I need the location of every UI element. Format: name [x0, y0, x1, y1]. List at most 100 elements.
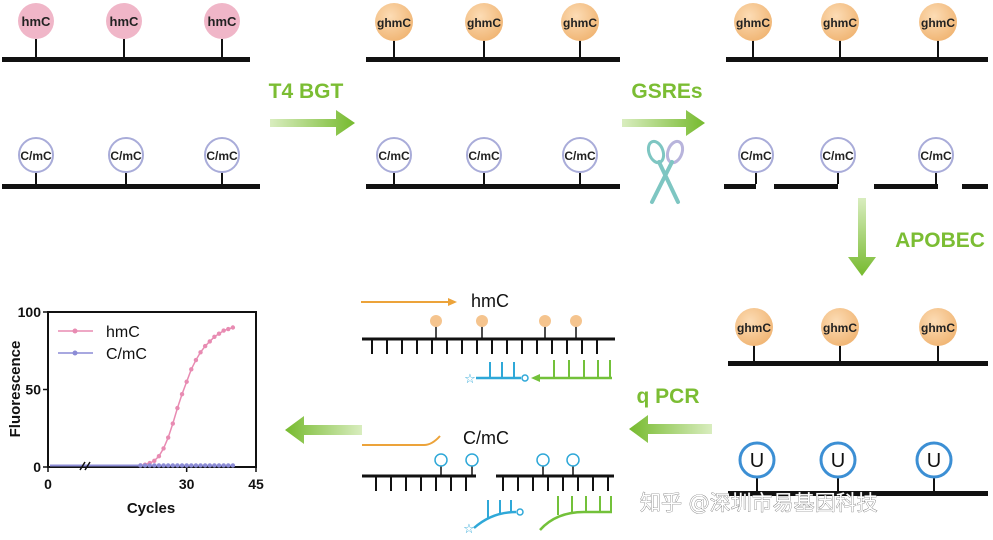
- step-t4bgt: T4 BGT: [269, 80, 355, 136]
- pcr-label-hmc: hmC: [471, 291, 509, 311]
- cmc-node: C/mC: [820, 137, 856, 184]
- forward-primer-unbound: [362, 435, 441, 446]
- hmc-node: hmC: [106, 3, 142, 57]
- chart-legend: hmC C/mC: [58, 324, 147, 363]
- ghmc-node-label: ghmC: [736, 16, 770, 30]
- step-gsres: GSREs: [622, 80, 705, 204]
- ghmc-node: ghmC: [919, 3, 957, 57]
- step-label-gsres: GSREs: [631, 80, 702, 103]
- data-point-c-mc: [165, 463, 171, 468]
- ghmc-mark: [476, 315, 488, 339]
- uracil-mark: [566, 453, 580, 476]
- ghmc-strand: ghmC ghmC ghmC: [728, 308, 988, 366]
- dna-fragment: [774, 184, 838, 189]
- data-point-c-mc: [170, 463, 175, 468]
- hmc-template: hmC: [361, 291, 615, 386]
- data-point-hmc: [175, 405, 180, 411]
- data-point-c-mc: [138, 463, 143, 468]
- y-tick-label: 50: [25, 382, 41, 398]
- fluorophore-star-icon: ☆: [464, 371, 476, 386]
- cmc-node: C/mC: [466, 137, 502, 184]
- cmc-node-label: C/mC: [468, 149, 500, 163]
- dna-backbone: [2, 57, 250, 62]
- data-point-c-mc: [147, 463, 152, 468]
- step-label-qpcr: q PCR: [637, 385, 700, 408]
- series-layer: [50, 325, 236, 468]
- step-label-t4bgt: T4 BGT: [269, 80, 344, 103]
- data-point-hmc: [152, 458, 157, 463]
- uracil-node-label: U: [831, 450, 845, 472]
- ghmc-node: ghmC: [821, 3, 859, 57]
- dna-backbone: [366, 184, 620, 189]
- dna-fragment: [874, 184, 938, 189]
- uracil-node: U: [738, 441, 776, 491]
- cmc-node: C/mC: [376, 137, 412, 184]
- cmc-strand: C/mC C/mC C/mC: [366, 137, 620, 189]
- scissors-icon: [646, 139, 685, 204]
- y-tick-label: 0: [33, 459, 41, 475]
- legend-label-hmc: hmC: [106, 324, 140, 341]
- data-point-c-mc: [216, 463, 222, 468]
- data-point-c-mc: [175, 463, 180, 468]
- panel-original-dna: hmC hmC hmC C/mC C/mC: [2, 3, 260, 189]
- dna-backbone: [366, 57, 620, 62]
- ghmc-node: ghmC: [375, 3, 413, 57]
- template-bases: [375, 476, 609, 491]
- uracil-node-label: U: [927, 450, 941, 472]
- ghmc-node-label: ghmC: [823, 16, 857, 30]
- data-point-c-mc: [179, 463, 185, 468]
- data-point-c-mc: [202, 463, 208, 468]
- data-point-c-mc: [161, 463, 166, 468]
- ghmc-mark: [430, 315, 442, 339]
- cmc-node-label: C/mC: [822, 149, 854, 163]
- uracil-node: U: [915, 441, 953, 491]
- hmc-node: hmC: [204, 3, 240, 57]
- reverse-primer-unbound: [539, 496, 612, 531]
- hmc-node-label: hmC: [22, 14, 52, 29]
- panel-glucosylated-dna: ghmC ghmC ghmC C/mC C/m: [366, 3, 620, 189]
- hmc-node-label: hmC: [110, 14, 140, 29]
- cmc-node: C/mC: [204, 137, 240, 184]
- dna-backbone: [2, 184, 260, 189]
- ghmc-mark: [539, 315, 551, 339]
- cmc-node-label: C/mC: [920, 149, 952, 163]
- ghmc-node: ghmC: [821, 308, 859, 361]
- template-bases: [371, 339, 598, 354]
- ghmc-node: ghmC: [561, 3, 599, 57]
- panel-qpcr-schematic: hmC: [361, 291, 615, 536]
- data-point-hmc: [156, 453, 162, 459]
- ghmc-node: ghmC: [735, 308, 773, 361]
- panel-deaminated-dna: ghmC ghmC ghmC U U: [728, 308, 988, 496]
- data-point-hmc: [189, 367, 194, 372]
- x-tick-label: 30: [179, 476, 195, 492]
- cmc-node-label: C/mC: [206, 149, 238, 163]
- ghmc-node-label: ghmC: [921, 16, 955, 30]
- ghmc-node-label: ghmC: [467, 16, 501, 30]
- uracil-mark: [465, 453, 479, 476]
- x-axis-label: Cycles: [127, 500, 175, 517]
- data-point-hmc: [216, 331, 222, 336]
- cmc-node: C/mC: [18, 137, 54, 184]
- step-label-apobec: APOBEC: [895, 229, 985, 252]
- data-point-c-mc: [221, 463, 226, 468]
- data-point-hmc: [221, 328, 226, 333]
- axis-break-icon: [79, 461, 91, 471]
- ghmc-node-label: ghmC: [737, 321, 771, 335]
- dna-backbone: [728, 491, 988, 496]
- data-point-c-mc: [142, 463, 148, 468]
- cmc-node-label: C/mC: [378, 149, 410, 163]
- ghmc-mark: [570, 315, 582, 339]
- series-line-hmc: [140, 326, 234, 467]
- data-point-c-mc: [156, 463, 162, 468]
- cmc-node: C/mC: [108, 137, 144, 184]
- x-tick-label: 45: [248, 476, 264, 492]
- cmc-node: C/mC: [738, 137, 774, 184]
- down-arrow-icon: [848, 198, 876, 276]
- watermark: 知乎 @深圳市易基因科技: [640, 491, 878, 515]
- legend-label-c-mc: C/mC: [106, 346, 147, 363]
- cmc-node-label: C/mC: [110, 149, 142, 163]
- cmc-fragmented-strand: C/mC C/mC C/mC: [724, 137, 988, 189]
